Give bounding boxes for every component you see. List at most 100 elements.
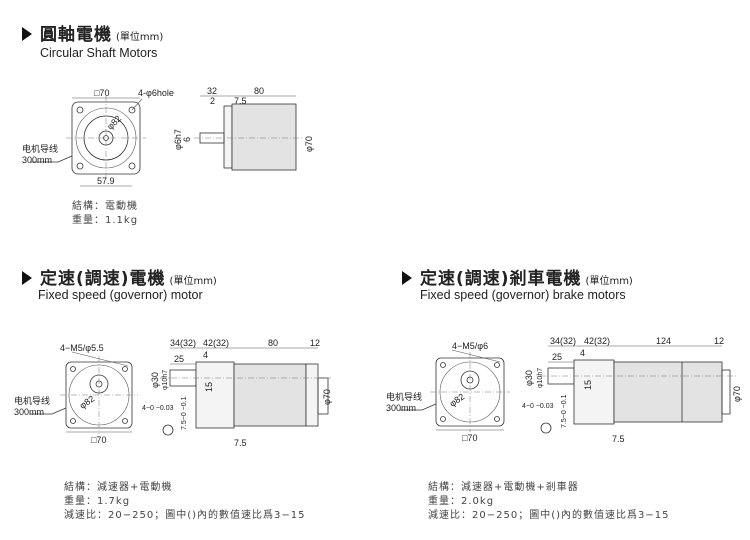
- spec-weight: 重量：2.0kg: [428, 496, 495, 507]
- dim-7-5: 7.5: [234, 438, 247, 448]
- dim-12: 12: [714, 336, 724, 346]
- cable-lead: [400, 403, 437, 411]
- dim-25: 25: [552, 352, 562, 362]
- dim-screw: 4−M5/φ6: [452, 341, 488, 351]
- mount-hole: [128, 162, 136, 170]
- section-2-specs: 結構：減速器+電動機 重量：1.7kg 減速比：20−250；圖中()內的數值速…: [64, 481, 305, 523]
- spec-weight: 重量：1.7kg: [64, 496, 131, 507]
- dim-pcd: φ82: [78, 393, 97, 410]
- mount-hole: [440, 362, 446, 368]
- triangle-bullet-icon: [22, 271, 32, 285]
- dim-shaft: φ6h7: [173, 129, 183, 150]
- dim-key-height: 7.5−0 −0.1: [561, 394, 568, 428]
- mount-hole: [122, 418, 128, 424]
- dim-screw: 4−M5/φ5.5: [60, 343, 104, 353]
- dim-4: 4: [580, 348, 585, 358]
- section-2-title: 定速(調速)電機(單位mm): [22, 264, 217, 289]
- dim-square: □70: [94, 88, 109, 98]
- dim-7-5: 7.5: [234, 96, 247, 106]
- section-3-title: 定速(調速)剎車電機(單位mm): [402, 264, 633, 289]
- cable-label: 电机导线: [386, 391, 422, 402]
- section-1-subtitle: Circular Shaft Motors: [40, 46, 158, 60]
- key-section: [540, 422, 552, 434]
- dim-42: 42(32): [584, 336, 610, 346]
- dim-hole: 4-φ6hole: [138, 88, 174, 98]
- cable-length: 300mm: [22, 155, 52, 165]
- dim-25: 25: [174, 354, 184, 364]
- cable-lead: [30, 155, 73, 163]
- spec-ratio: 減速比：20−250；圖中()內的數值速比爲3−15: [64, 510, 306, 521]
- flange: [223, 105, 233, 169]
- section-1-unit: (單位mm): [116, 32, 164, 43]
- dim-dia: φ70: [732, 386, 742, 402]
- dim-shaft10: φ10h7: [162, 370, 169, 390]
- dim-7-5: 7.5: [612, 434, 625, 444]
- motor-body: [231, 103, 297, 171]
- section-2-subtitle: Fixed speed (governor) motor: [38, 288, 203, 302]
- mount-hole: [70, 418, 76, 424]
- mount-hole: [128, 106, 136, 114]
- motor-2-front-view: 4−M5/φ5.5 φ82 电机导线 300mm □70: [14, 343, 138, 445]
- motor-body: [613, 361, 723, 423]
- mount-hole: [76, 106, 84, 114]
- spec-structure: 結構：減速器+電動機: [64, 482, 173, 493]
- dim-34: 34(32): [170, 338, 196, 348]
- dim-80: 80: [268, 338, 278, 348]
- dim-key: 4−0 −0.03: [142, 405, 174, 412]
- spec-structure: 結構：減速器+電動機+剎車器: [428, 482, 579, 493]
- section-1-title-text: 圓軸電機: [40, 25, 112, 45]
- dim-80: 80: [254, 86, 264, 96]
- rear-cover: [721, 369, 731, 415]
- section-3-specs: 結構：減速器+電動機+剎車器 重量：2.0kg 減速比：20−250；圖中()內…: [428, 481, 669, 523]
- dim-square: □70: [91, 435, 106, 445]
- motor-1-front-view: □70 4-φ6hole φ82 电机导线 300mm 57.9: [22, 88, 174, 187]
- cable-label: 电机导线: [14, 395, 50, 406]
- dim-pcd: φ82: [448, 391, 467, 408]
- dim-124: 124: [656, 336, 671, 346]
- dim-key-height: 7.5−0 −0.1: [181, 396, 188, 430]
- dim-shaft30: φ30: [150, 372, 160, 388]
- dim-2: 2: [210, 96, 215, 106]
- dim-6: 6: [182, 137, 192, 142]
- spec-weight: 重量：1.1kg: [72, 215, 139, 226]
- mount-hole: [440, 416, 446, 422]
- dim-key: 4−0 −0.03: [522, 403, 554, 410]
- section-3-subtitle: Fixed speed (governor) brake motors: [420, 288, 626, 302]
- triangle-bullet-icon: [402, 271, 412, 285]
- mount-hole: [122, 366, 128, 372]
- dim-square: □70: [462, 433, 477, 443]
- mount-hole: [76, 162, 84, 170]
- section-3-title-text: 定速(調速)剎車電機: [420, 269, 582, 289]
- motor-3-side-view: 34(32) 42(32) 124 12 25 4 φ30 φ10h7 15 φ…: [522, 336, 742, 444]
- motor-2-side-view: 34(32) 42(32) 80 12 25 4 φ30 φ10h7 15 φ7…: [142, 338, 332, 448]
- dim-width: 57.9: [97, 176, 115, 186]
- mount-hole: [494, 416, 500, 422]
- dim-4: 4: [203, 350, 208, 360]
- motor-3-front-view: 4−M5/φ6 φ82 电机导线 300mm □70: [386, 341, 510, 443]
- cable-length: 300mm: [386, 403, 416, 413]
- motor-body: [233, 363, 307, 427]
- section-3-unit: (單位mm): [585, 276, 633, 287]
- section-2-unit: (單位mm): [169, 276, 217, 287]
- gearhead: [195, 361, 235, 429]
- dim-34: 34(32): [550, 336, 576, 346]
- dim-15: 15: [204, 382, 214, 392]
- cable-label: 电机导线: [22, 143, 58, 154]
- dim-dia: φ70: [304, 136, 314, 152]
- spec-structure: 結構：電動機: [72, 201, 138, 212]
- key-section: [162, 424, 174, 436]
- triangle-bullet-icon: [22, 27, 32, 41]
- dim-shaft10: φ10h7: [537, 368, 544, 388]
- dim-shaft30: φ30: [524, 370, 534, 386]
- mount-hole: [494, 362, 500, 368]
- end-cap: [305, 363, 319, 427]
- dim-42: 42(32): [203, 338, 229, 348]
- dim-dia: φ70: [322, 389, 332, 405]
- gearhead: [573, 359, 615, 425]
- motor-1-side-view: 32 80 2 7.5 φ6h7 6 φ70: [173, 86, 314, 171]
- cable-length: 300mm: [14, 407, 44, 417]
- mount-hole: [70, 366, 76, 372]
- section-2-title-text: 定速(調速)電機: [40, 269, 166, 289]
- dim-12: 12: [310, 338, 320, 348]
- cable-lead: [30, 407, 67, 415]
